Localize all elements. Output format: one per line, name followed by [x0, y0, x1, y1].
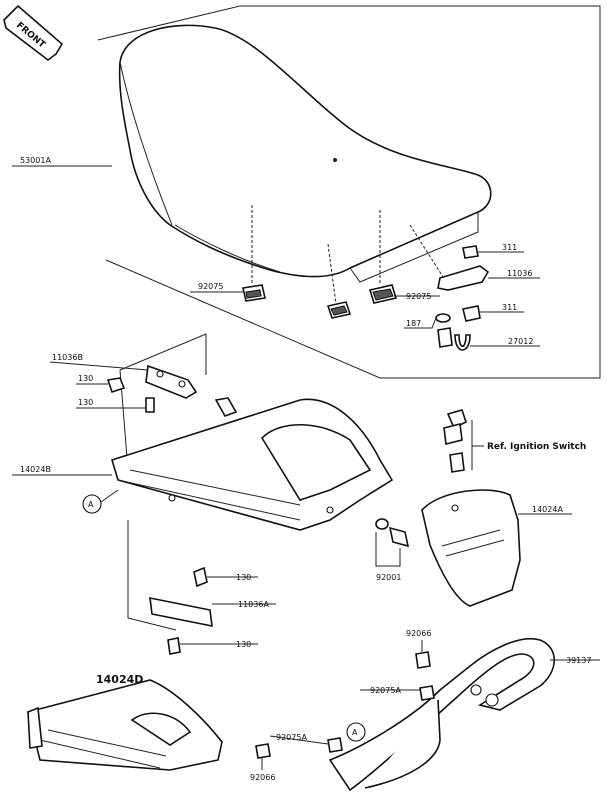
callout-ignition: Ref. Ignition Switch [472, 442, 586, 452]
callout-cover-b: 14024B [12, 465, 112, 476]
grab-bar [328, 637, 555, 792]
callout-grab-bar: 39137 [550, 656, 600, 665]
label-cover-d: 14024D [96, 673, 143, 686]
callout-seat: 53001A [12, 156, 112, 167]
washer-part [435, 313, 451, 323]
label-bracket-b: 11036B [52, 353, 83, 362]
pad-a-low [327, 737, 343, 753]
label-bolt-1: 130 [78, 374, 93, 383]
cover-d [27, 679, 223, 771]
callout-grommet-bottom: 92066 [250, 758, 275, 782]
pad-a-mid [419, 685, 435, 701]
label-bolt-3: 92001 [376, 573, 401, 582]
bolt-part [437, 327, 453, 348]
label-grommet-top: 92066 [406, 629, 431, 638]
callout-pad-a-1: 92075A [360, 686, 420, 695]
upper-bracket-group [106, 333, 207, 471]
callout-nut-mid: 311 [480, 303, 524, 313]
ignition-key [443, 409, 473, 473]
nut-top-part [462, 245, 479, 259]
label-seat: 53001A [20, 156, 51, 165]
callout-bracket-a: 11036A [212, 600, 276, 609]
label-pad-a-1: 92075A [370, 686, 401, 695]
label-cover-b: 14024B [20, 465, 51, 474]
callout-bolt-1: 130 [76, 374, 108, 385]
label-seat-pad-2: 92075 [406, 292, 431, 301]
callout-seat-pad-2: 92075 [394, 292, 440, 301]
callout-u-bolt: 27012 [470, 337, 540, 347]
lower-bracket-group [127, 520, 213, 655]
callout-bolt-3: 92001 [376, 573, 401, 582]
mount-bolt [375, 518, 410, 567]
label-seat-pad: 92075 [198, 282, 223, 291]
callout-bracket: 11036 [488, 269, 540, 279]
callout-bolt-4: 130 [207, 573, 258, 582]
label-cover-a: 14024A [532, 505, 563, 514]
label-ignition: Ref. Ignition Switch [487, 442, 586, 452]
nut-mid-part [462, 305, 481, 322]
label-bolt-2: 130 [78, 398, 93, 407]
callout-bolt-2: 130 [76, 398, 146, 409]
label-nut-top: 311 [502, 243, 517, 252]
ref-a-lower-text: A [352, 728, 358, 737]
callout-nut-top: 311 [478, 243, 524, 253]
label-bracket-a: 11036A [238, 600, 269, 609]
grommet-top [415, 651, 431, 669]
callout-seat-pad: 92075 [190, 282, 243, 293]
callout-cover-d: 14024D [96, 673, 143, 686]
seat-center-mark [333, 158, 337, 162]
label-u-bolt: 27012 [508, 337, 533, 346]
u-bolt-part [454, 334, 471, 351]
side-cover-b [111, 397, 394, 531]
seat-frame-outline [97, 5, 601, 379]
bracket-part [437, 265, 490, 291]
callout-cover-a: 14024A [518, 505, 572, 515]
label-grommet-bottom: 92066 [250, 773, 275, 782]
label-grab-bar: 39137 [566, 656, 591, 665]
seat-pad-right [368, 210, 398, 304]
seat-pad-left [242, 205, 266, 302]
front-arrow: FRONT [3, 4, 64, 62]
seat [118, 24, 492, 283]
label-bolt-5: 130 [236, 640, 251, 649]
label-nut-mid: 311 [502, 303, 517, 312]
rear-cover-a [421, 489, 521, 607]
ref-a-marker-lower: A [346, 722, 366, 742]
latch-hardware [409, 224, 490, 351]
seat-pad-center [326, 243, 352, 319]
label-bolt-4: 130 [236, 573, 251, 582]
label-bracket: 11036 [507, 269, 532, 278]
callout-bolt-5: 130 [180, 640, 258, 649]
callout-pad-a-2: 92075A [269, 733, 329, 745]
grommet-bottom [255, 743, 271, 759]
label-pad-a-2: 92075A [276, 733, 307, 742]
callout-bracket-b: 11036B [49, 353, 149, 371]
ref-a-marker: A [82, 489, 119, 514]
callout-washer: 187 [404, 317, 437, 329]
ref-a-text: A [88, 500, 94, 509]
label-washer: 187 [406, 319, 421, 328]
callout-grommet-top: 92066 [406, 629, 431, 652]
